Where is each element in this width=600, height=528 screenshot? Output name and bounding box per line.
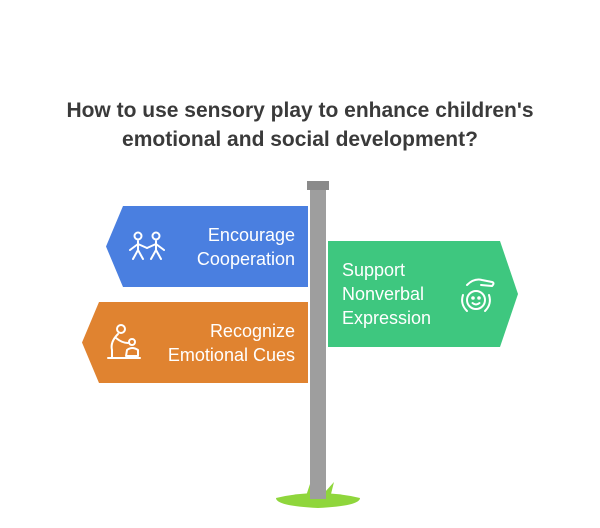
title-line-1: How to use sensory play to enhance child… — [66, 99, 534, 122]
sign-1-line-2: Cooperation — [196, 249, 295, 269]
sign-support-nonverbal-expression — [328, 241, 518, 347]
sign-label-recognize-emotional-cues: Recognize Emotional Cues — [140, 319, 295, 367]
two-children-holding-hands-icon — [129, 231, 165, 260]
sign-2-line-2: Nonverbal — [342, 284, 425, 304]
sign-1-line-1: Encourage — [207, 225, 295, 245]
caring-hand-over-face-icon — [461, 278, 495, 312]
sign-label-support-nonverbal-expression: Support Nonverbal Expression — [342, 258, 462, 330]
sign-encourage-cooperation — [106, 206, 308, 287]
diagram-title: How to use sensory play to enhance child… — [0, 96, 600, 154]
sign-3-line-2: Emotional Cues — [167, 345, 295, 365]
pole — [310, 189, 326, 499]
sign-2-line-1: Support — [342, 260, 406, 280]
sign-label-encourage-cooperation: Encourage Cooperation — [150, 223, 295, 271]
grass-base — [276, 493, 360, 508]
pole-cap — [307, 181, 329, 190]
sign-3-line-1: Recognize — [209, 321, 295, 341]
sign-recognize-emotional-cues — [82, 302, 308, 383]
sign-2-line-3: Expression — [342, 308, 432, 328]
title-line-2: emotional and social development? — [122, 128, 478, 151]
adult-comforting-child-icon — [107, 324, 141, 359]
